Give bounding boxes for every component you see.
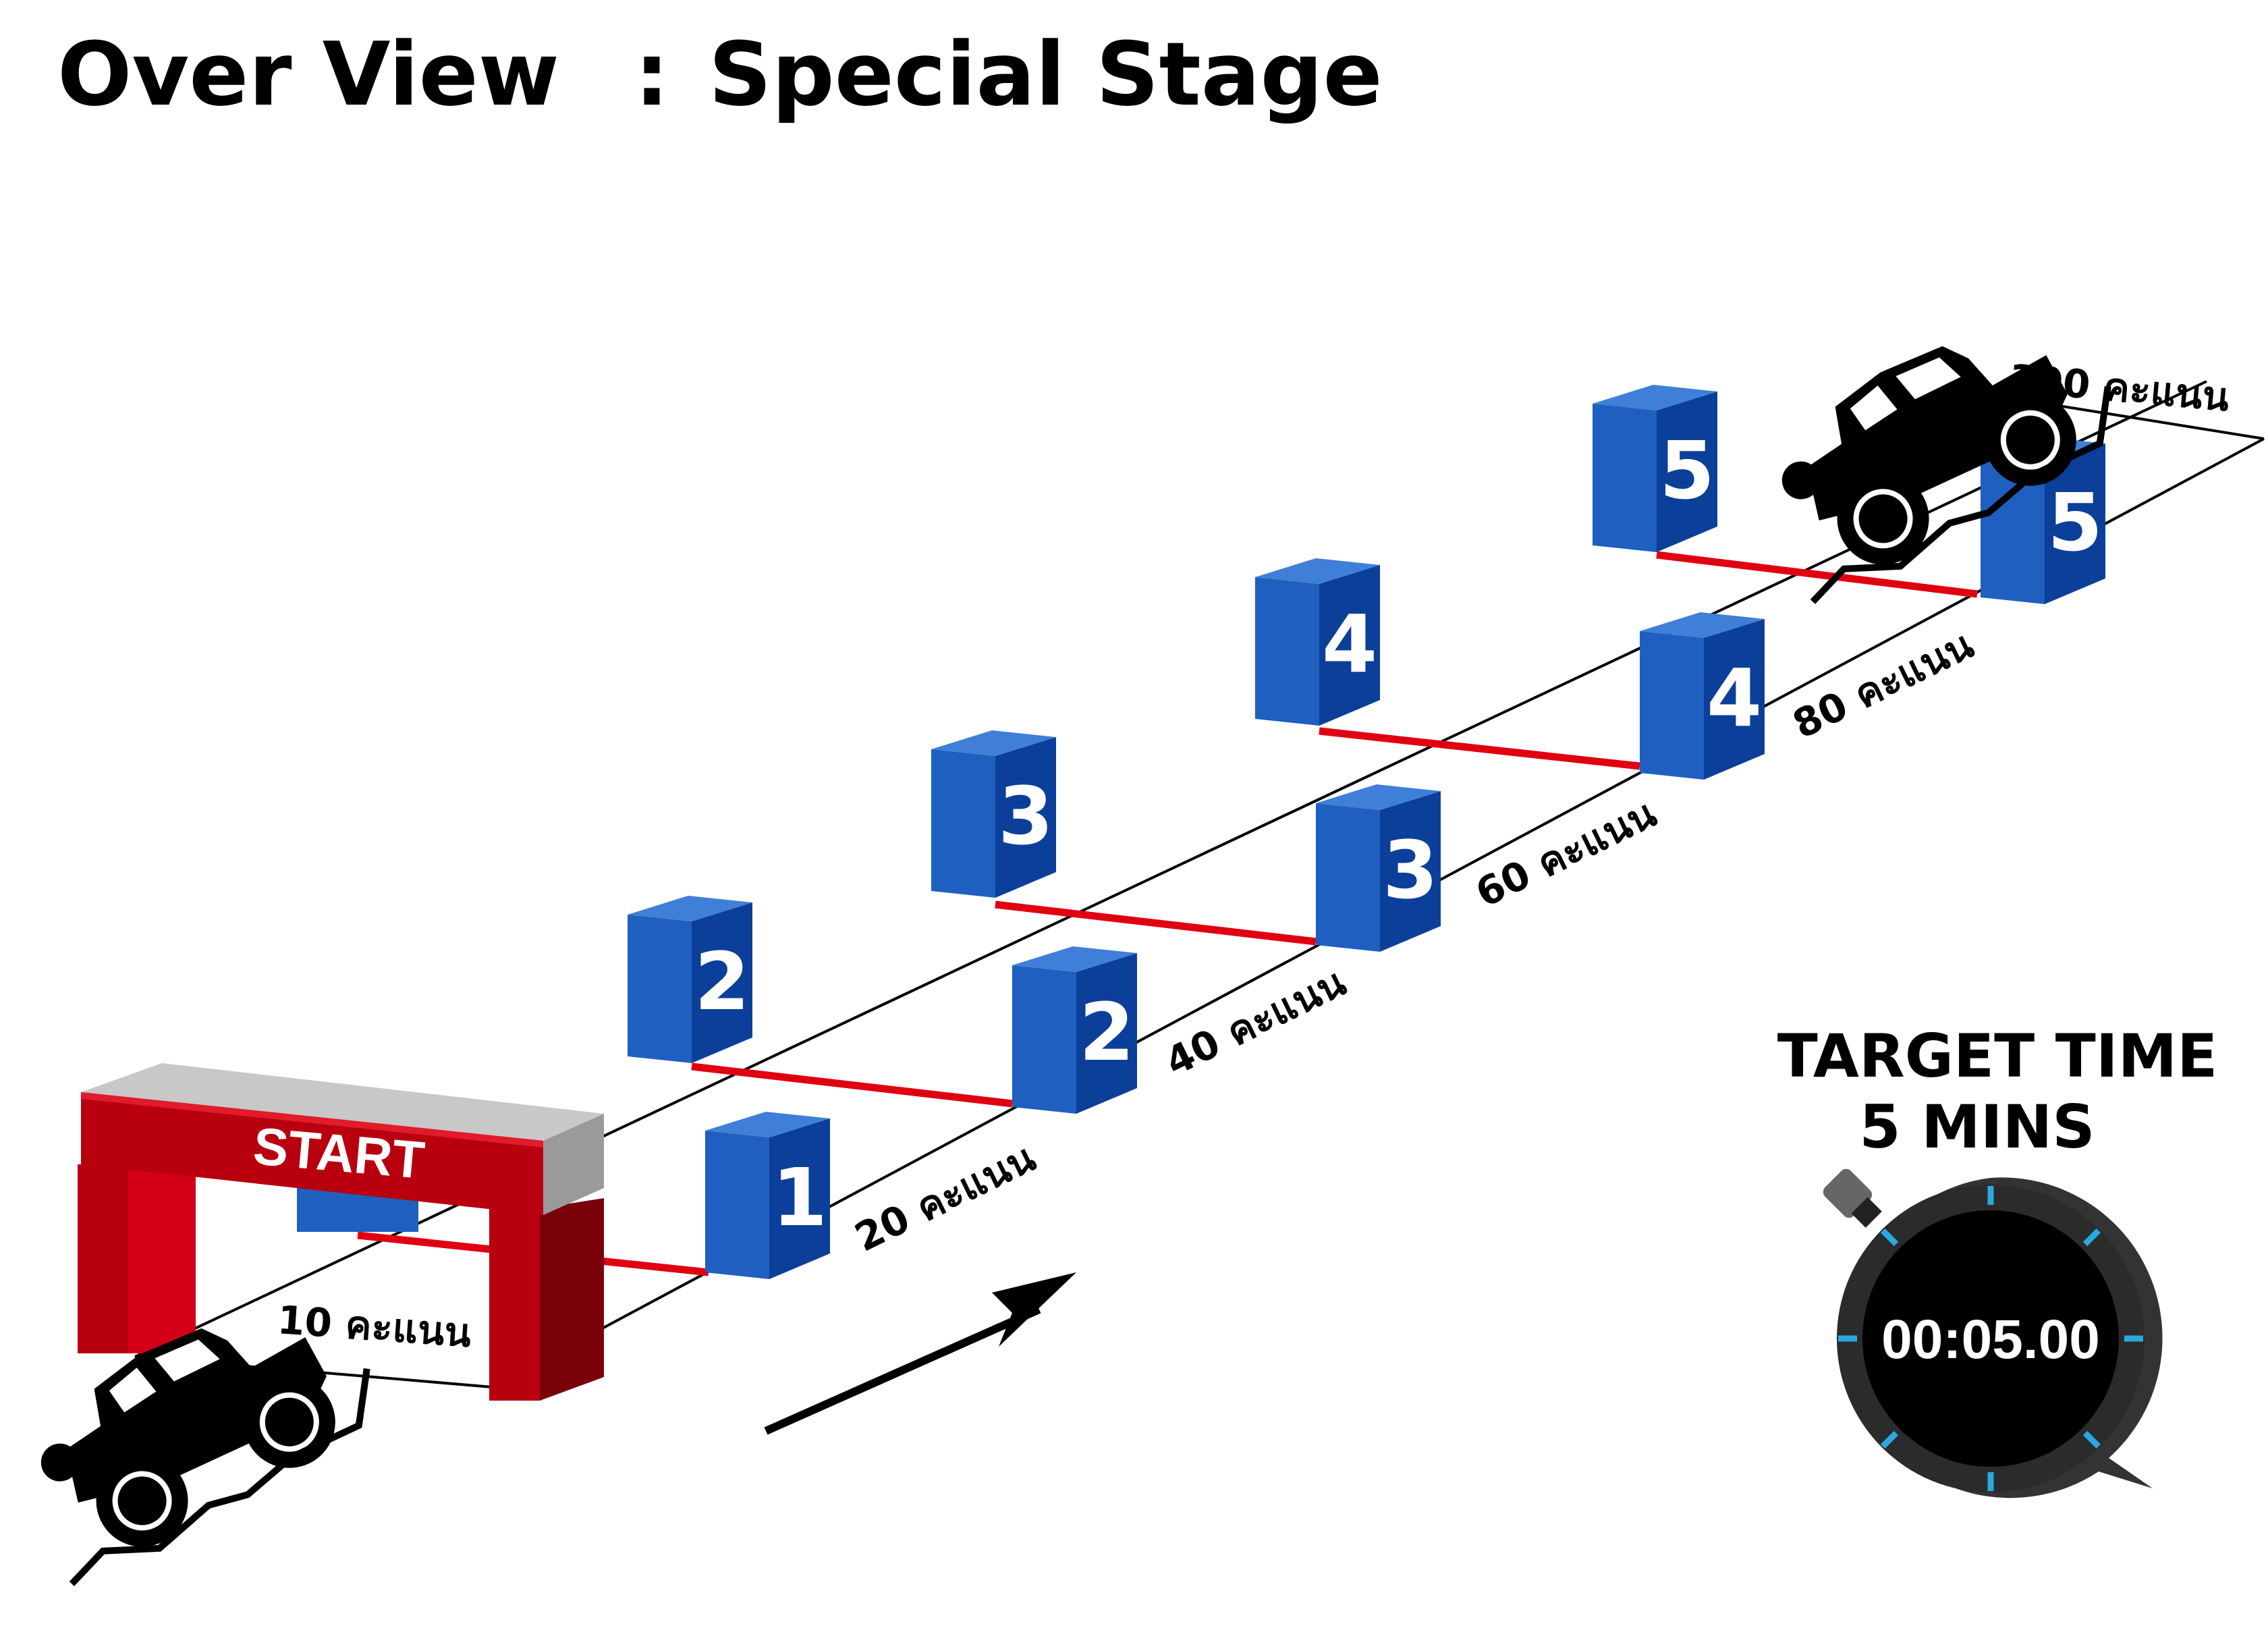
timer-display: 00:05.00 <box>1881 1309 2100 1370</box>
title-right: Special Stage <box>709 23 1383 126</box>
gate-line-2 <box>691 1062 1013 1108</box>
start-arch: START <box>78 1063 604 1401</box>
gate-block-3: 3 <box>1316 784 1441 952</box>
gate-number: 2 <box>1079 986 1134 1079</box>
gate-line-5 <box>1656 551 1978 598</box>
gate-number: 4 <box>1707 651 1762 745</box>
title-left: Over View <box>57 23 559 126</box>
gate-block-5: 5 <box>1593 385 1717 552</box>
gate-number: 3 <box>998 770 1053 863</box>
target-time-duration: 5 MINS <box>1859 1092 2095 1162</box>
gate-block-3: 3 <box>931 730 1056 898</box>
gate-number: 4 <box>1322 597 1377 691</box>
score-label-20: 20 คะแนน <box>848 1134 1043 1260</box>
gate-block-2: 2 <box>628 896 752 1063</box>
target-time-heading: TARGET TIME <box>1777 1021 2218 1091</box>
gate-number: 3 <box>1383 824 1438 917</box>
gates: 1 2 2 3 3 4 4 5 5 <box>628 385 2105 1279</box>
gate-block-2: 2 <box>1012 946 1137 1114</box>
gate-number: 5 <box>2047 476 2103 569</box>
gate-line-3 <box>995 900 1317 946</box>
title-separator: : <box>634 23 669 126</box>
gate-block-4: 4 <box>1640 612 1765 780</box>
score-label-60: 60 คะแนน <box>1468 790 1663 916</box>
gate-number: 2 <box>694 935 750 1028</box>
gate-line-4 <box>1319 727 1640 770</box>
score-label-80: 80 คะแนน <box>1786 621 1981 747</box>
direction-arrow-icon <box>764 1272 1076 1435</box>
stopwatch-icon: 00:05.00 <box>1823 1168 2163 1498</box>
gate-block-1: 1 <box>705 1112 830 1279</box>
gate-number: 5 <box>1659 424 1715 517</box>
gate-block-4: 4 <box>1255 558 1380 726</box>
gate-number: 1 <box>772 1151 827 1244</box>
